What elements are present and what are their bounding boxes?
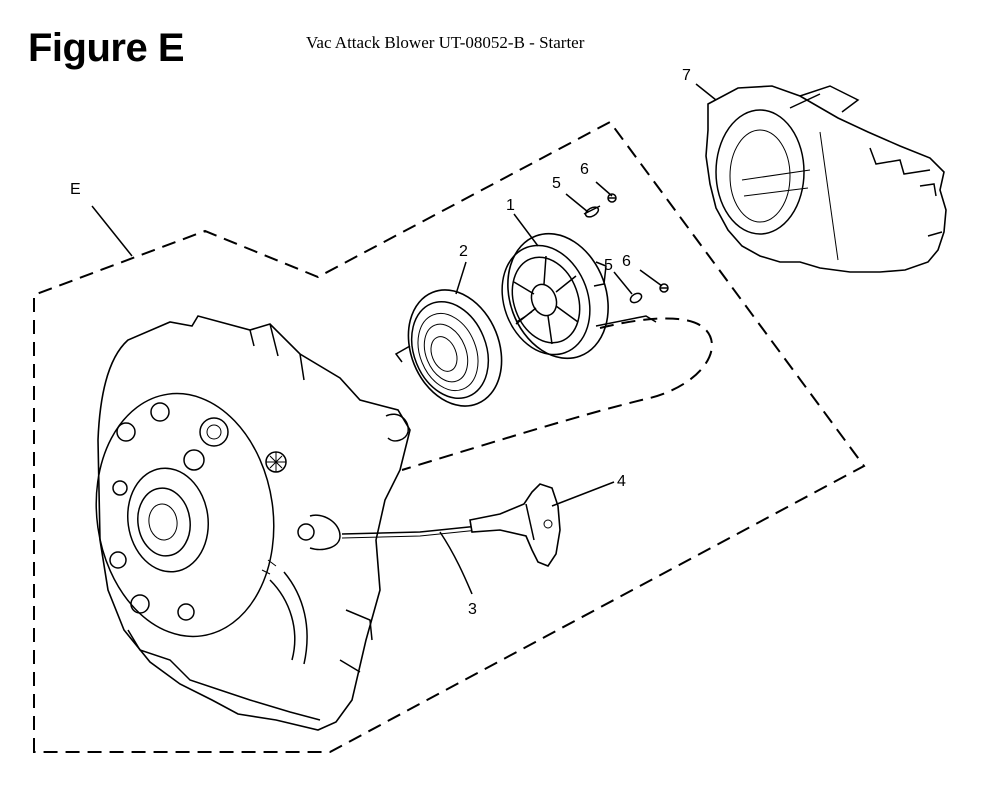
figure-title: Vac Attack Blower UT-08052-B - Starter: [306, 33, 585, 52]
part-5-washer-upper: [583, 205, 601, 218]
rope-routing: [401, 317, 713, 471]
leader-lines: [91, 83, 717, 595]
starter-housing: [95, 315, 411, 731]
callout-part-3: 3: [468, 601, 477, 618]
callout-part-6-lower: 6: [622, 253, 631, 270]
part-1-rope-pulley: [501, 232, 609, 360]
part-7-fan-cover: [705, 85, 947, 273]
callout-part-2: 2: [459, 243, 468, 260]
part-6-screw-upper: [607, 193, 617, 203]
callout-part-7: 7: [682, 67, 691, 84]
callout-part-6-upper: 6: [580, 161, 589, 178]
figure-label: Figure E: [28, 26, 185, 70]
callout-part-5-upper: 5: [552, 175, 561, 192]
callout-part-1: 1: [506, 197, 515, 214]
callout-part-4: 4: [617, 473, 626, 490]
part-6-screw-lower: [659, 283, 669, 293]
assembly-boundary: [33, 120, 866, 753]
part-4-starter-handle: [469, 483, 561, 567]
part-2-spiral-spring: [394, 289, 503, 407]
callout-part-5-lower: 5: [604, 257, 613, 274]
callout-assembly-e: E: [70, 181, 81, 198]
part-5-washer-lower: [629, 292, 643, 304]
rope-end-on-pulley: [595, 315, 657, 327]
